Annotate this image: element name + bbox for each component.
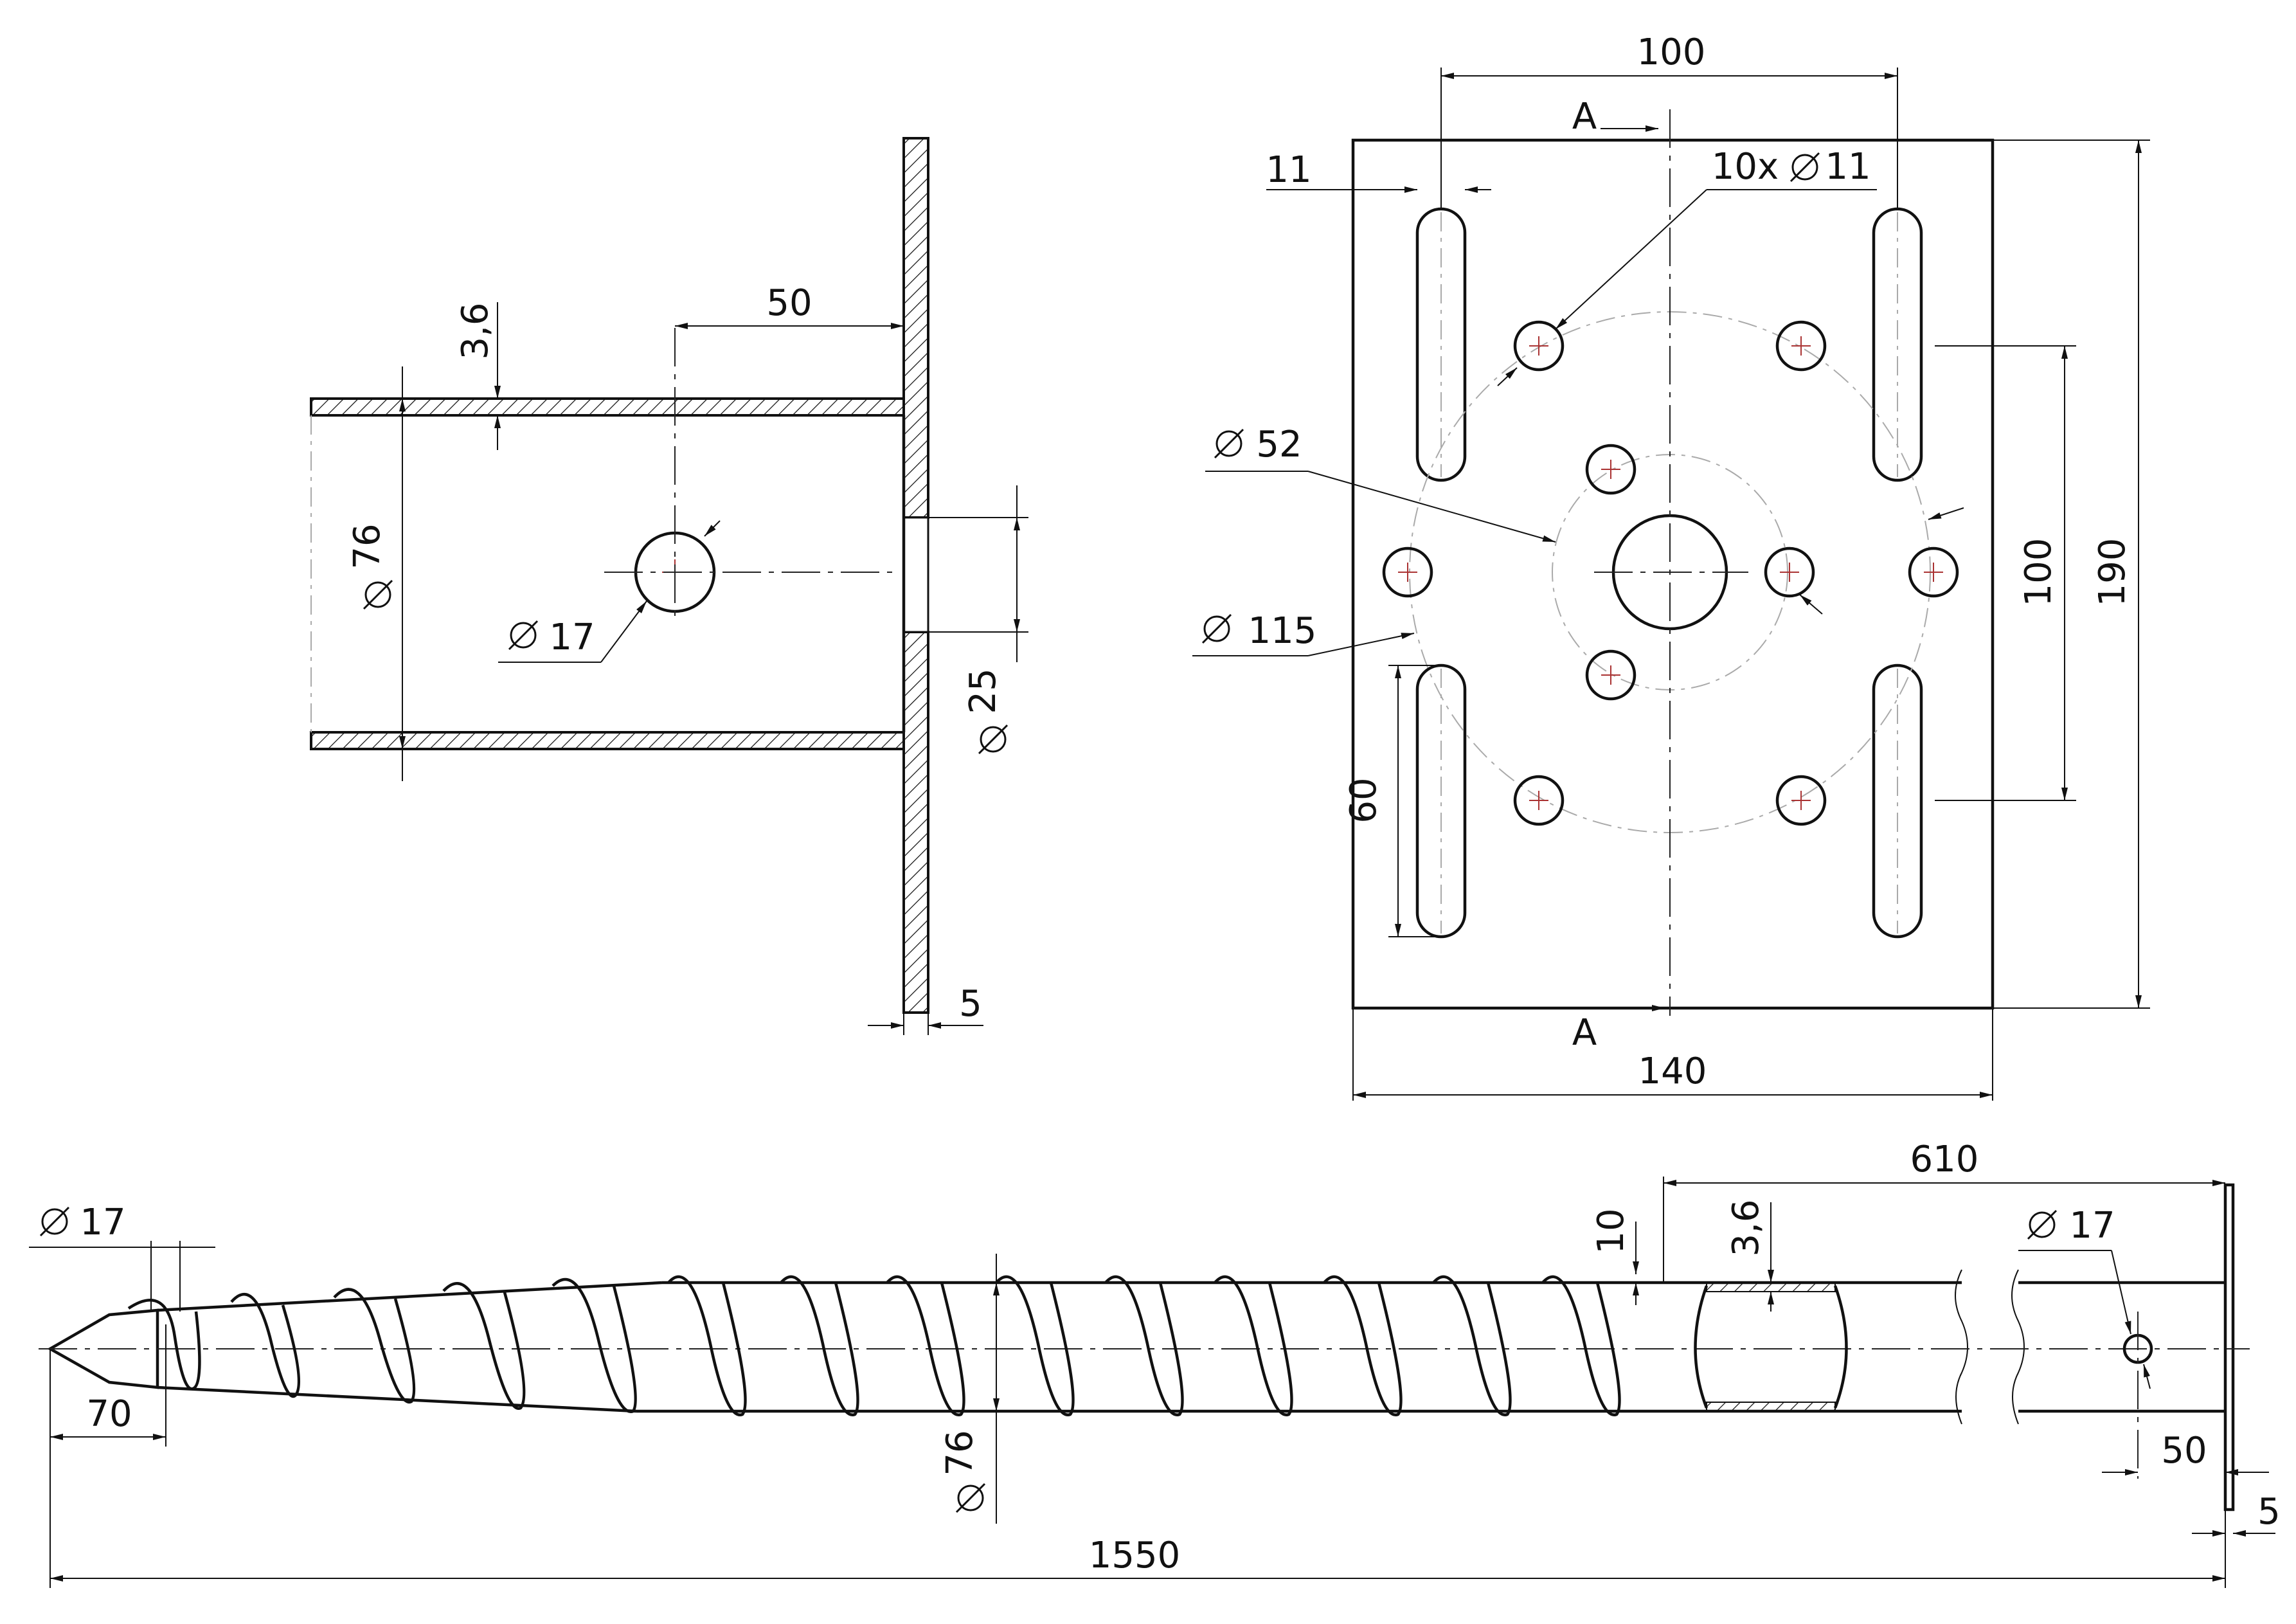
dim-pile-tip-hole: 17 <box>80 1202 125 1243</box>
dim-plate-total-height: 190 <box>2092 538 2133 607</box>
tube-wall-bottom <box>310 731 905 750</box>
tube-wall-top <box>310 397 905 417</box>
dim-plate-total-width: 140 <box>1638 1051 1707 1092</box>
dim-pile-plain-length: 610 <box>1910 1139 1979 1180</box>
dim-pile-thread-height: 10 <box>1590 1208 1632 1254</box>
pile-wall-hatch-bottom <box>1706 1402 1836 1412</box>
dim-pile-total-length: 1550 <box>1089 1535 1181 1576</box>
section-label-bottom: A <box>1572 1012 1597 1054</box>
dim-section-hole-offset: 50 <box>766 282 812 324</box>
section-label-top: A <box>1572 96 1597 138</box>
bolt-holes <box>1382 320 1959 826</box>
dim-pile-tip-length: 70 <box>86 1393 132 1435</box>
dim-plate-top-width: 100 <box>1637 32 1706 73</box>
dim-pile-tube-diameter: 76 <box>939 1430 981 1475</box>
plate-section-top <box>902 137 929 519</box>
pile-cutaway <box>1694 1285 1709 1409</box>
slot-bottom-right <box>1872 663 1923 939</box>
plate-outline <box>1351 138 1995 1010</box>
dim-plate-slot-length: 60 <box>1343 777 1385 823</box>
dim-plate-slot-width: 11 <box>1266 149 1311 191</box>
plate-view: A A 100 11 10x 11 52 115 60 <box>1192 32 2150 1101</box>
pile-view: 17 70 610 10 3,6 17 50 5 76 <box>29 1139 2281 1588</box>
dim-plate-inner-height: 100 <box>2018 538 2059 607</box>
dim-section-plate-thickness: 5 <box>959 983 982 1025</box>
dim-plate-inner-circle: 52 <box>1256 424 1302 465</box>
dim-plate-outer-circle: 115 <box>1248 610 1317 652</box>
dim-section-tube-diameter: 76 <box>346 523 388 569</box>
helix-flights <box>127 1275 1621 1416</box>
pile-wall-hatch-top <box>1706 1282 1836 1292</box>
plate-bore <box>902 516 929 633</box>
dim-pile-plate-thickness: 5 <box>2257 1491 2281 1533</box>
pile-end-plate <box>2223 1183 2235 1511</box>
dim-plate-hole-diameter: 11 <box>1825 146 1870 188</box>
dim-section-hole-diameter: 17 <box>549 617 595 658</box>
dim-section-wall: 3,6 <box>454 302 496 359</box>
dim-pile-wall: 3,6 <box>1725 1199 1767 1256</box>
plate-section-bottom <box>902 631 929 1014</box>
dim-pile-top-hole: 17 <box>2069 1205 2115 1247</box>
section-view: 50 3,6 76 17 25 5 <box>310 137 1028 1035</box>
dim-pile-top-hole-offset: 50 <box>2161 1430 2207 1472</box>
dim-section-bore: 25 <box>962 668 1004 714</box>
dim-plate-hole-note: 10x <box>1712 146 1779 188</box>
